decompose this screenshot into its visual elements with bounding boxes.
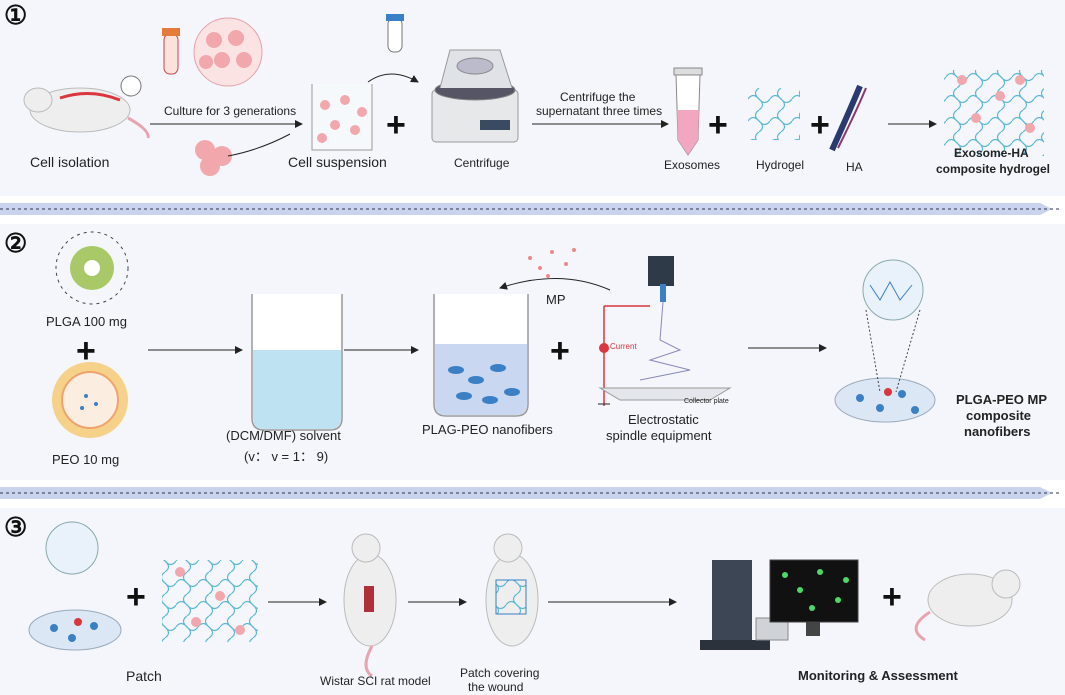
- plga-label: PLGA 100 mg: [46, 314, 127, 329]
- centrifuge-tube-icon: [386, 14, 404, 53]
- current-label: Current: [610, 342, 637, 351]
- centrifuge-icon: [431, 49, 519, 143]
- patch-covering-label-line1: Patch covering: [460, 666, 540, 680]
- ha-label: HA: [846, 160, 863, 174]
- exosome-tube-icon: [673, 67, 703, 156]
- plga-icon: [55, 231, 129, 305]
- patch-covering-label-line2: the wound: [468, 680, 524, 694]
- nanofiber-beaker: [433, 294, 529, 417]
- plus-sign-1b: +: [708, 106, 728, 144]
- section-number-3: ③: [4, 512, 28, 542]
- hydrogel-icon: [748, 88, 800, 140]
- equipment-label-line1: Electrostatic: [628, 412, 699, 427]
- cell-suspension-beaker: [311, 84, 373, 151]
- plga-peo-result-label-line3: nanofibers: [964, 424, 1031, 439]
- plus-sign-2b: +: [550, 332, 570, 370]
- microscope-icon: [700, 560, 789, 650]
- hydrogel-label: Hydrogel: [756, 158, 805, 172]
- section-number-2: ②: [4, 228, 28, 258]
- patch-hydrogel-icon: [162, 560, 258, 642]
- exosomes-label: Exosomes: [664, 158, 721, 172]
- electrospinning-device: [598, 256, 732, 406]
- separator-arrow-2: [0, 487, 1060, 499]
- composite-hydrogel-label-line1: Exosome-HA: [954, 146, 1029, 160]
- sci-rat-icon: [343, 533, 397, 678]
- composite-hydrogel-label-line2: composite hydrogel: [936, 162, 1051, 176]
- patch-label: Patch: [126, 668, 162, 684]
- plus-sign-3b: +: [882, 578, 902, 616]
- collector-plate-label: Collector plate: [684, 398, 729, 405]
- equipment-label-line2: spindle equipment: [606, 428, 712, 443]
- plus-sign-3a: +: [126, 578, 146, 616]
- culture-label: Culture for 3 generations: [164, 104, 297, 118]
- plga-peo-result-label-line2: composite: [966, 408, 1032, 423]
- rat-model-label: Wistar SCI rat model: [320, 674, 431, 688]
- solvent-beaker: [251, 294, 343, 431]
- healthy-rat-icon: [914, 569, 1021, 642]
- plus-sign-2a: +: [76, 332, 96, 370]
- petri-dish-icon: [834, 259, 936, 423]
- solvent-label-line2: (v： v = 1： 9): [244, 449, 329, 464]
- nanofibers-label: PLAG-PEO nanofibers: [422, 422, 553, 437]
- plus-sign-1a: +: [386, 106, 406, 144]
- solvent-label-line1: (DCM/DMF) solvent: [226, 428, 341, 443]
- separator-arrow-1: [0, 203, 1060, 215]
- plus-sign-1c: +: [810, 106, 830, 144]
- rat-icon: [23, 75, 150, 139]
- ha-icon: [829, 84, 867, 152]
- plga-peo-result-label-line1: PLGA-PEO MP: [956, 392, 1048, 407]
- cell-suspension-label: Cell suspension: [288, 154, 387, 170]
- cell-isolation-label: Cell isolation: [30, 154, 110, 170]
- patch-dish-icon: [28, 521, 122, 651]
- mp-label: MP: [546, 292, 566, 307]
- composite-hydrogel-icon: [944, 70, 1044, 156]
- peo-label: PEO 10 mg: [52, 452, 120, 467]
- mp-particles-icon: [528, 248, 576, 278]
- monitor-icon: [769, 559, 859, 636]
- peo-icon: [52, 362, 128, 438]
- supernatant-label-line2: supernatant three times: [536, 104, 663, 118]
- tube-icon: [162, 28, 180, 75]
- cell-magnified-circle: [193, 17, 263, 87]
- monitoring-label: Monitoring & Assessment: [798, 668, 958, 683]
- supernatant-label-line1: Centrifuge the: [560, 90, 636, 104]
- centrifuge-label: Centrifuge: [454, 156, 510, 170]
- cell-cluster-icon: [195, 140, 232, 176]
- patched-rat-icon: [485, 533, 539, 647]
- section-number-1: ①: [4, 0, 28, 30]
